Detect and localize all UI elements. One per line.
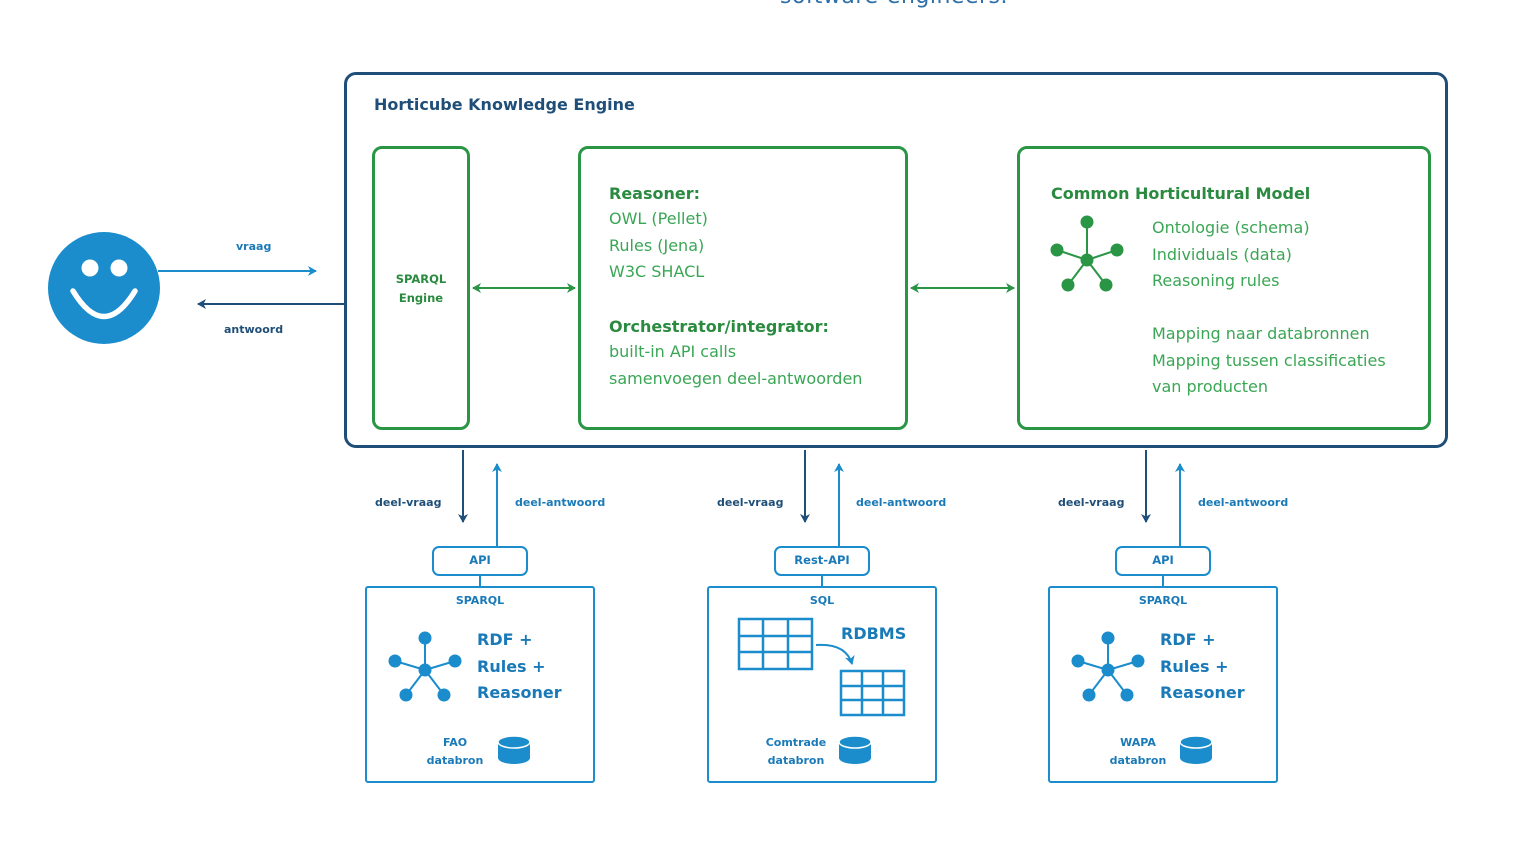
chm-line: Reasoning rules [1152,271,1280,290]
chm-line: Mapping naar databronnen [1152,324,1370,343]
capability-line: Rules + [1160,656,1229,676]
sparql-engine-box [372,146,470,430]
reasoner-line: W3C SHACL [609,262,705,281]
capability-line: RDF + [477,630,533,649]
source-2-arrows [800,450,844,546]
source-capabilities: RDF + Rules + Reasoner [1160,627,1245,707]
chm-line: Individuals (data) [1152,244,1292,264]
network-graph-icon [388,631,462,702]
orchestrator-list: built-in API calls samenvoegen deel-antw… [609,339,862,392]
network-graph-icon [1071,631,1145,702]
database-icon [1179,735,1213,764]
sparql-engine-label: SPARQL Engine [372,270,470,308]
chm-heading: Common Horticultural Model [1051,184,1311,203]
sub-question-label: deel-vraag [717,496,784,509]
api-endpoint: Rest-API [774,546,870,576]
databron-name: FAO [442,736,468,749]
database-icon [838,735,872,764]
chm-list-b: Mapping naar databronnen Mapping tussen … [1152,321,1386,401]
sparql-engine-line2: Engine [398,291,444,305]
answer-label: antwoord [224,323,284,336]
databron-word: databron [767,754,825,767]
sparql-engine-line1: SPARQL [395,272,447,286]
chm-line: van producten [1152,377,1269,396]
orchestrator-line: built-in API calls [609,342,737,361]
databron-word: databron [1109,754,1167,767]
reasoner-heading: Reasoner: [609,184,701,203]
protocol-label: SPARQL [1138,594,1188,607]
chm-list-a: Ontologie (schema) Individuals (data) Re… [1152,215,1310,295]
reasoner-list: OWL (Pellet) Rules (Jena) W3C SHACL [609,206,708,286]
capability-line: RDF + [1160,630,1216,649]
transfer-curve-arrow [815,643,855,665]
source-capabilities: RDF + Rules + Reasoner [477,627,562,707]
chm-line: Ontologie (schema) [1152,218,1310,237]
api-endpoint: API [432,546,528,576]
network-graph-icon [1050,215,1124,292]
orchestrator-heading: Orchestrator/integrator: [609,317,829,336]
reasoner-line: OWL (Pellet) [609,209,708,228]
reasoner-box [578,146,908,430]
engine-title: Horticube Knowledge Engine [374,95,635,114]
sub-answer-label: deel-antwoord [515,496,606,509]
api-endpoint: API [1115,546,1211,576]
sub-question-label: deel-vraag [1058,496,1125,509]
capability-line: Reasoner [477,683,562,702]
capability-line: Reasoner [1160,683,1245,702]
data-source-box [707,586,937,783]
header-fragment: software-engineers. [780,0,1008,9]
data-source-box [1048,586,1278,783]
orchestrator-line: samenvoegen deel-antwoorden [609,368,863,388]
question-label: vraag [236,240,272,253]
databron-name: WAPA [1120,736,1156,749]
sub-answer-label: deel-antwoord [856,496,947,509]
protocol-label: SQL [809,594,835,607]
databron-name: Comtrade [765,736,827,749]
user-smiley-icon [48,232,160,344]
source-1-arrows [458,450,502,546]
protocol-label: SPARQL [455,594,505,607]
knowledge-engine-box [344,72,1448,448]
databron-label: FAO databron [420,734,490,770]
table-grid-icon [839,669,906,717]
database-icon [497,735,531,764]
capability-line: Rules + [477,656,546,676]
common-horticultural-model-box [1017,146,1431,430]
reasoner-line: Rules (Jena) [609,235,705,255]
databron-label: WAPA databron [1103,734,1173,770]
data-source-box [365,586,595,783]
databron-word: databron [426,754,484,767]
databron-label: Comtrade databron [754,734,838,770]
rdbms-label: RDBMS [841,624,907,643]
source-3-arrows [1141,450,1185,546]
table-grid-icon [737,617,814,671]
sub-answer-label: deel-antwoord [1198,496,1289,509]
chm-line: Mapping tussen classificaties [1152,350,1386,370]
sub-question-label: deel-vraag [375,496,442,509]
